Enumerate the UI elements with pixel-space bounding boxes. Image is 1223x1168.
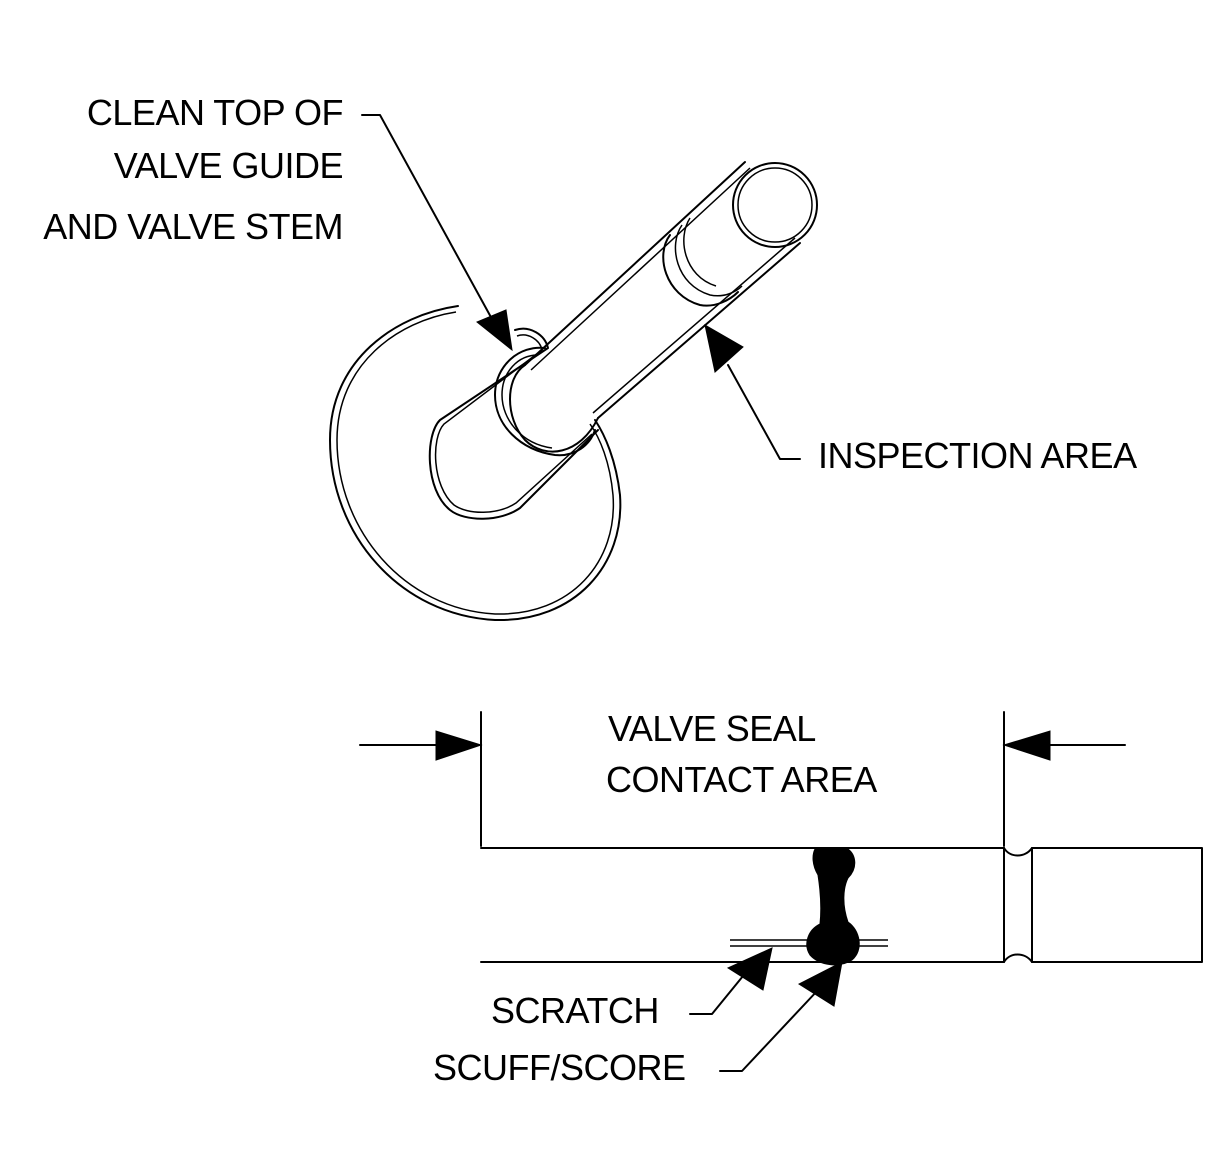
valve-stem-end-face-inner xyxy=(737,167,813,243)
clean-top-arrowhead xyxy=(476,309,513,352)
valve-illustration xyxy=(329,161,818,622)
valve-stem-base-curve xyxy=(509,364,599,453)
clean-top-label-line2: VALVE GUIDE xyxy=(114,145,343,186)
stem-end-section xyxy=(1031,847,1203,963)
scratch-leader xyxy=(689,947,773,1015)
guide-top-ring-inner xyxy=(501,354,553,449)
valve-head-disc xyxy=(329,305,622,622)
keeper-groove-1 xyxy=(662,234,739,307)
valve-stem-upper-edge-inner xyxy=(530,167,751,371)
valve-stem-end-face xyxy=(732,162,818,248)
stem-groove xyxy=(1003,847,1033,963)
clean-top-leader xyxy=(361,114,513,352)
keeper-groove-2 xyxy=(674,224,743,297)
guide-top-ring xyxy=(494,346,596,457)
dimension-arrowhead-right xyxy=(1002,730,1051,761)
scratch-label: SCRATCH xyxy=(491,990,659,1031)
valve-guide-outline-inner xyxy=(434,334,593,513)
valve-seal-label-line1: VALVE SEAL xyxy=(608,708,816,749)
dimension-arrowhead-left xyxy=(435,730,483,761)
valve-stem-side-view xyxy=(359,711,1203,966)
inspection-area-label: INSPECTION AREA xyxy=(818,435,1137,476)
valve-guide-outline xyxy=(428,327,599,520)
valve-head-disc-inner xyxy=(336,311,615,615)
valve-stem-upper-edge xyxy=(524,161,746,366)
keeper-groove-3 xyxy=(683,217,717,287)
valve-seal-label-line2: CONTACT AREA xyxy=(606,759,877,800)
scuff-score-mark xyxy=(806,848,860,966)
clean-top-label-line3: AND VALVE STEM xyxy=(43,206,343,247)
clean-top-label-line1: CLEAN TOP OF xyxy=(87,92,343,133)
inspection-area-arrowhead xyxy=(704,324,744,373)
scuff-score-leader xyxy=(719,961,843,1072)
inspection-area-leader xyxy=(704,324,801,460)
scuff-score-arrowhead xyxy=(797,961,843,1007)
valve-stem-lower-edge xyxy=(597,242,801,419)
valve-stem-lower-edge-inner xyxy=(592,237,796,414)
scuff-score-label: SCUFF/SCORE xyxy=(433,1047,686,1088)
scratch-arrowhead xyxy=(726,947,773,991)
